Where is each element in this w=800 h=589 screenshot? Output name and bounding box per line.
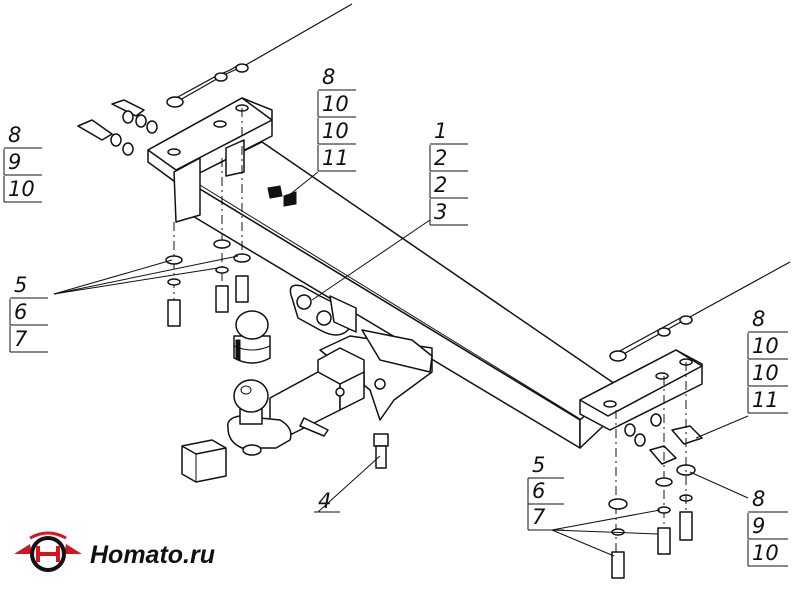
callout-group-left-mid: 5 6 7 [9, 273, 48, 353]
right-mounting-bracket [579, 349, 703, 431]
left-mounting-bracket [147, 97, 273, 223]
logo: Homato.ru [14, 531, 215, 572]
callout-number: 2 [434, 173, 447, 197]
bolt-4 [373, 433, 389, 469]
callout-number: 11 [752, 388, 779, 412]
right-lower-hardware [608, 362, 693, 579]
callout-number: 10 [322, 119, 349, 143]
left-upper-hardware [77, 99, 297, 207]
callout-group-right-upper: 8 10 10 11 [747, 307, 788, 414]
callout-number: 3 [434, 200, 447, 224]
callout-number: 8 [752, 307, 765, 331]
socket-plate [289, 284, 357, 336]
tie-cable-right [609, 261, 791, 362]
callout-number: 11 [322, 146, 349, 170]
callout-number: 7 [532, 505, 546, 529]
callout-number: 5 [14, 273, 27, 297]
callout-group-right-lower: 8 9 10 [747, 487, 788, 567]
callout-group-upper-left: 8 9 10 [3, 123, 42, 203]
hitch-receiver-assembly [269, 329, 433, 437]
callout-number: 10 [752, 361, 779, 385]
callout-number: 10 [752, 334, 779, 358]
callout-number: 9 [752, 514, 765, 538]
callout-number: 10 [8, 177, 35, 201]
callout-leaders [53, 171, 749, 557]
callout-group-upper-mid: 8 10 10 11 [317, 65, 356, 172]
callout-number: 8 [8, 123, 21, 147]
tow-ball-mounted [227, 379, 292, 456]
callout-number: 10 [752, 541, 779, 565]
left-lower-hardware [165, 108, 251, 327]
callout-number: 5 [532, 453, 545, 477]
callout-number: 1 [434, 119, 447, 143]
callout-number: 7 [14, 327, 28, 351]
callout-number: 8 [752, 487, 765, 511]
callout-single-bolt: 4 [318, 489, 331, 513]
tie-cable-left [166, 3, 353, 108]
tow-hitch-logo-icon [14, 531, 82, 572]
callout-number: 10 [322, 92, 349, 116]
callout-group-bottom-mid: 567 [527, 453, 564, 531]
callout-number: 9 [8, 150, 21, 174]
callout-number: 2 [434, 146, 447, 170]
callout-group-center: 1 2 2 3 [429, 119, 468, 226]
logo-text: Homato.ru [90, 541, 215, 569]
callout-number: 6 [14, 300, 27, 324]
tow-ball-spare [233, 310, 271, 364]
callout-number: 8 [322, 65, 335, 89]
receiver-cap [181, 439, 227, 483]
callout-number: 6 [532, 479, 545, 503]
